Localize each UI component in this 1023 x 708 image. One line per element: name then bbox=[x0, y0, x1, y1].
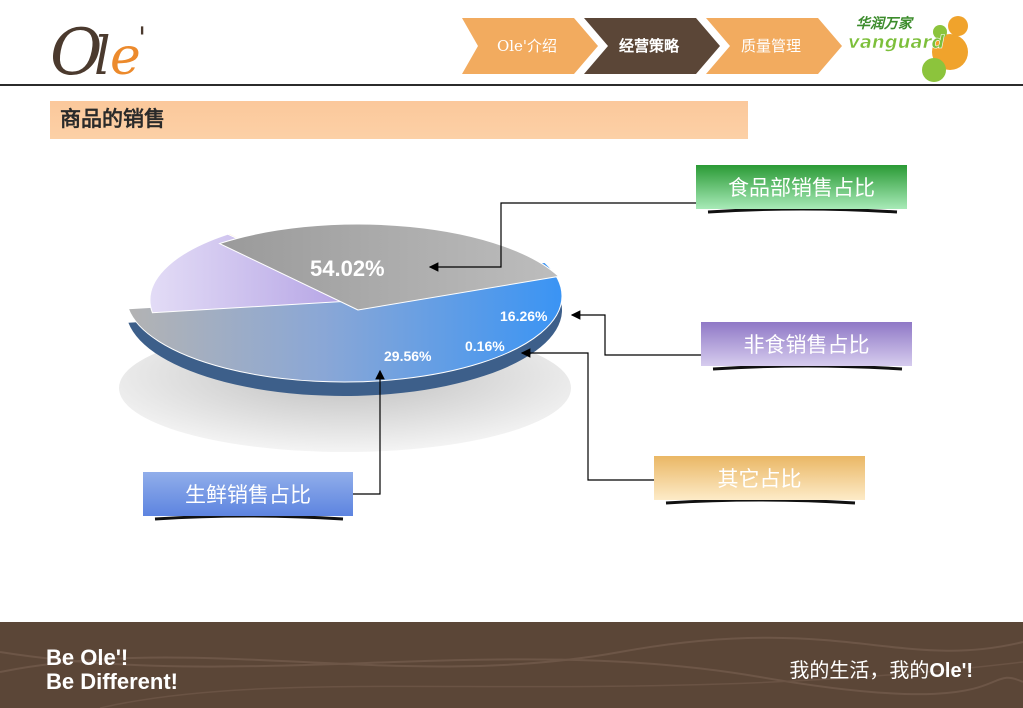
footer-tagline-brand: Ole'! bbox=[929, 660, 973, 682]
vanguard-logo[interactable]: 华润万家 vanguard bbox=[846, 6, 978, 86]
callout-connector-1 bbox=[570, 310, 701, 356]
nav-label: 质量管理 bbox=[740, 37, 801, 55]
category-label-0: 食品部销售占比 bbox=[728, 176, 875, 200]
callout-shadow-2 bbox=[665, 498, 856, 505]
vanguard-logo-en: vanguard bbox=[848, 32, 945, 53]
data-label-2: 0.16% bbox=[465, 338, 505, 354]
footer-slogan-line1: Be Ole'! bbox=[46, 645, 129, 670]
callout-box-2 bbox=[654, 456, 865, 500]
category-label-2: 其它占比 bbox=[718, 467, 802, 491]
nav-tab-quality[interactable]: 质量管理 bbox=[706, 18, 842, 74]
footer-slogan: Be Ole'! Be Different! bbox=[46, 646, 178, 694]
footer-texture bbox=[0, 636, 1023, 708]
header-divider bbox=[0, 84, 1023, 86]
footer-tagline-cn: 我的生活，我的 bbox=[789, 660, 930, 682]
ole-logo-l: l bbox=[94, 27, 111, 84]
nav-label: 经营策略 bbox=[618, 37, 679, 55]
ole-logo-o: O bbox=[50, 16, 102, 84]
category-label-1: 非食销售占比 bbox=[744, 333, 870, 357]
ole-logo[interactable]: O l e ' bbox=[48, 8, 158, 90]
footer-tagline: 我的生活，我的Ole'! bbox=[789, 654, 973, 683]
sales-pie-chart: 54.02% 16.26% 0.16% 29.56% 食品部销售占比非食销售占比其它占比… bbox=[119, 165, 912, 521]
pie-slice-nonfood bbox=[149, 233, 369, 314]
data-label-1: 16.26% bbox=[500, 308, 548, 324]
ole-logo-apostrophe: ' bbox=[138, 21, 146, 56]
section-title: 商品的销售 bbox=[60, 108, 165, 131]
vanguard-logo-cn: 华润万家 bbox=[856, 15, 914, 32]
nav-tab-strategy[interactable]: 经营策略 bbox=[584, 18, 720, 74]
data-label-3: 29.56% bbox=[384, 348, 432, 364]
section-title-bar: 商品的销售 bbox=[50, 101, 748, 139]
callout-shadow-3 bbox=[154, 514, 344, 521]
footer: Be Ole'! Be Different! 我的生活，我的Ole'! bbox=[0, 622, 1023, 708]
callout-box-0 bbox=[696, 165, 907, 209]
callout-connector-3 bbox=[353, 369, 385, 495]
callout-shadow-0 bbox=[707, 207, 898, 214]
callout-connector-0 bbox=[428, 202, 696, 272]
data-label-0: 54.02% bbox=[310, 256, 385, 281]
callout-shadow-1 bbox=[712, 364, 903, 371]
callout-box-1 bbox=[701, 322, 912, 366]
nav-tab-ole-intro[interactable]: Ole'介绍 bbox=[462, 18, 598, 74]
pie-slice-fresh bbox=[218, 223, 560, 311]
callout-box-3 bbox=[143, 472, 353, 516]
nav-label: Ole'介绍 bbox=[496, 37, 558, 55]
callout-connector-2 bbox=[520, 348, 654, 481]
category-label-3: 生鲜销售占比 bbox=[185, 483, 311, 507]
footer-slogan-line2: Be Different! bbox=[46, 669, 179, 694]
ole-logo-e: e bbox=[110, 27, 141, 84]
